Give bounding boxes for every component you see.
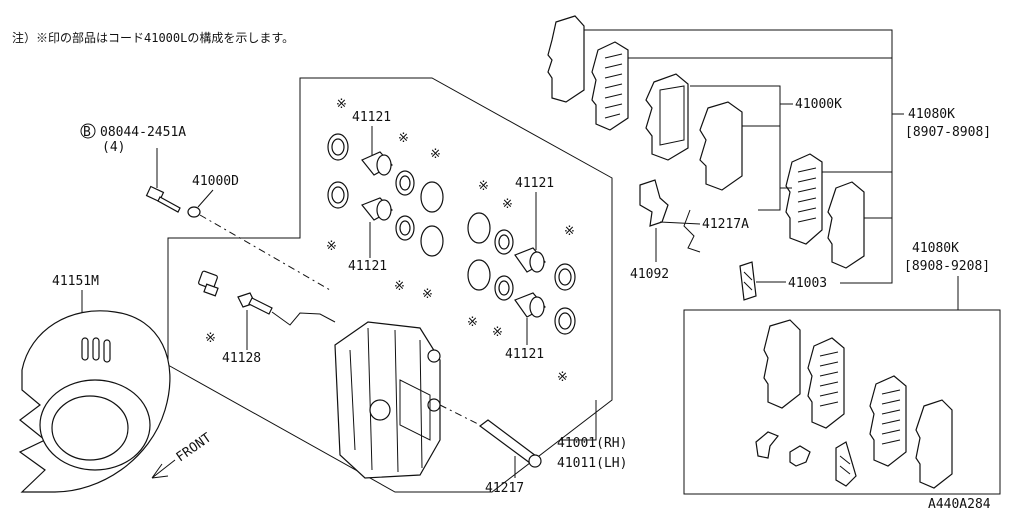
pad-outer-a bbox=[591, 41, 629, 131]
bracket-41080k-upper bbox=[584, 29, 904, 284]
bolt-part-number: 08044-2451A bbox=[100, 125, 186, 140]
label-41003: 41003 bbox=[788, 276, 827, 291]
dust-shield-part bbox=[18, 310, 171, 493]
header-note: 注）※印の部品はコード41000Lの構成を示します。 bbox=[12, 30, 294, 45]
pad-outer-b bbox=[785, 153, 823, 245]
label-41121-b: 41121 bbox=[348, 259, 387, 274]
label-41011-lh: 41011(LH) bbox=[557, 456, 627, 471]
marker-upper-6: ※ bbox=[422, 287, 433, 302]
front-direction-arrow bbox=[151, 459, 176, 479]
pad-clip-part bbox=[639, 179, 669, 227]
bolt-code-letter: B bbox=[83, 125, 91, 140]
label-41080k-upper: 41080K bbox=[908, 107, 955, 122]
bolt-part bbox=[145, 185, 181, 213]
pad-inner-friction bbox=[645, 73, 689, 161]
bolt-code-circle bbox=[80, 123, 96, 139]
marker-upper-2: ※ bbox=[398, 131, 409, 146]
label-41128: 41128 bbox=[222, 351, 261, 366]
kit-clip-a bbox=[755, 431, 779, 459]
kit-clip-b bbox=[789, 445, 811, 467]
front-label: FRONT bbox=[174, 430, 215, 465]
marker-right-2: ※ bbox=[502, 197, 513, 212]
figure-code: A440A284 bbox=[928, 497, 991, 512]
marker-right-3: ※ bbox=[564, 224, 575, 239]
label-41217: 41217 bbox=[485, 481, 524, 496]
bracket-41000k bbox=[690, 85, 793, 211]
label-41000k: 41000K bbox=[795, 97, 842, 112]
leader-41001 bbox=[560, 400, 597, 441]
pad-shim-outer-a bbox=[547, 15, 585, 103]
label-41080k-lower: 41080K bbox=[912, 241, 959, 256]
marker-right-6: ※ bbox=[557, 370, 568, 385]
guide-pin-part bbox=[478, 419, 542, 468]
kit-pad-shim-a bbox=[763, 319, 801, 409]
bleeder-screw-part bbox=[237, 292, 273, 315]
label-41001-rh: 41001(RH) bbox=[557, 436, 627, 451]
marker-bleeder: ※ bbox=[205, 331, 216, 346]
anti-rattle-spring-part bbox=[683, 209, 701, 253]
label-41151m: 41151M bbox=[52, 274, 99, 289]
marker-right-5: ※ bbox=[492, 325, 503, 340]
label-41080k-lower-range: [8908-9208] bbox=[904, 259, 990, 274]
label-41121-d: 41121 bbox=[505, 347, 544, 362]
piston-seal-group-upper bbox=[327, 133, 444, 257]
caliper-kit-outline bbox=[167, 77, 613, 493]
leader-41000d bbox=[197, 189, 214, 208]
marker-upper-4: ※ bbox=[326, 239, 337, 254]
kit-pad-a bbox=[807, 337, 845, 429]
label-41080k-upper-range: [8907-8908] bbox=[905, 125, 991, 140]
marker-upper-1: ※ bbox=[336, 97, 347, 112]
marker-upper-3: ※ bbox=[430, 147, 441, 162]
pad-shim-outer-b bbox=[827, 181, 865, 269]
bleeder-link bbox=[271, 311, 336, 326]
leader-41217a bbox=[659, 221, 701, 225]
bolt-quantity: (4) bbox=[102, 140, 125, 155]
pad-inner-shim bbox=[699, 101, 743, 191]
kit-pad-b bbox=[869, 375, 907, 467]
label-41121-c: 41121 bbox=[515, 176, 554, 191]
label-41000d: 41000D bbox=[192, 174, 239, 189]
label-41217a: 41217A bbox=[702, 217, 749, 232]
washer-part bbox=[187, 206, 201, 218]
kit-box-41080k-lower bbox=[683, 309, 1001, 495]
pin-axis-line bbox=[439, 404, 481, 426]
wear-indicator-part bbox=[739, 261, 757, 301]
marker-right-4: ※ bbox=[467, 315, 478, 330]
kit-pad-shim-b bbox=[915, 399, 953, 489]
kit-wear-indicator bbox=[835, 441, 857, 487]
marker-upper-5: ※ bbox=[394, 279, 405, 294]
bolt-axis-line bbox=[199, 214, 331, 291]
label-41121-a: 41121 bbox=[352, 110, 391, 125]
caliper-body-part bbox=[334, 321, 441, 479]
label-41092: 41092 bbox=[630, 267, 669, 282]
bleeder-cap-part bbox=[198, 270, 219, 297]
marker-right-1: ※ bbox=[478, 179, 489, 194]
piston-seal-group-right bbox=[467, 212, 576, 335]
